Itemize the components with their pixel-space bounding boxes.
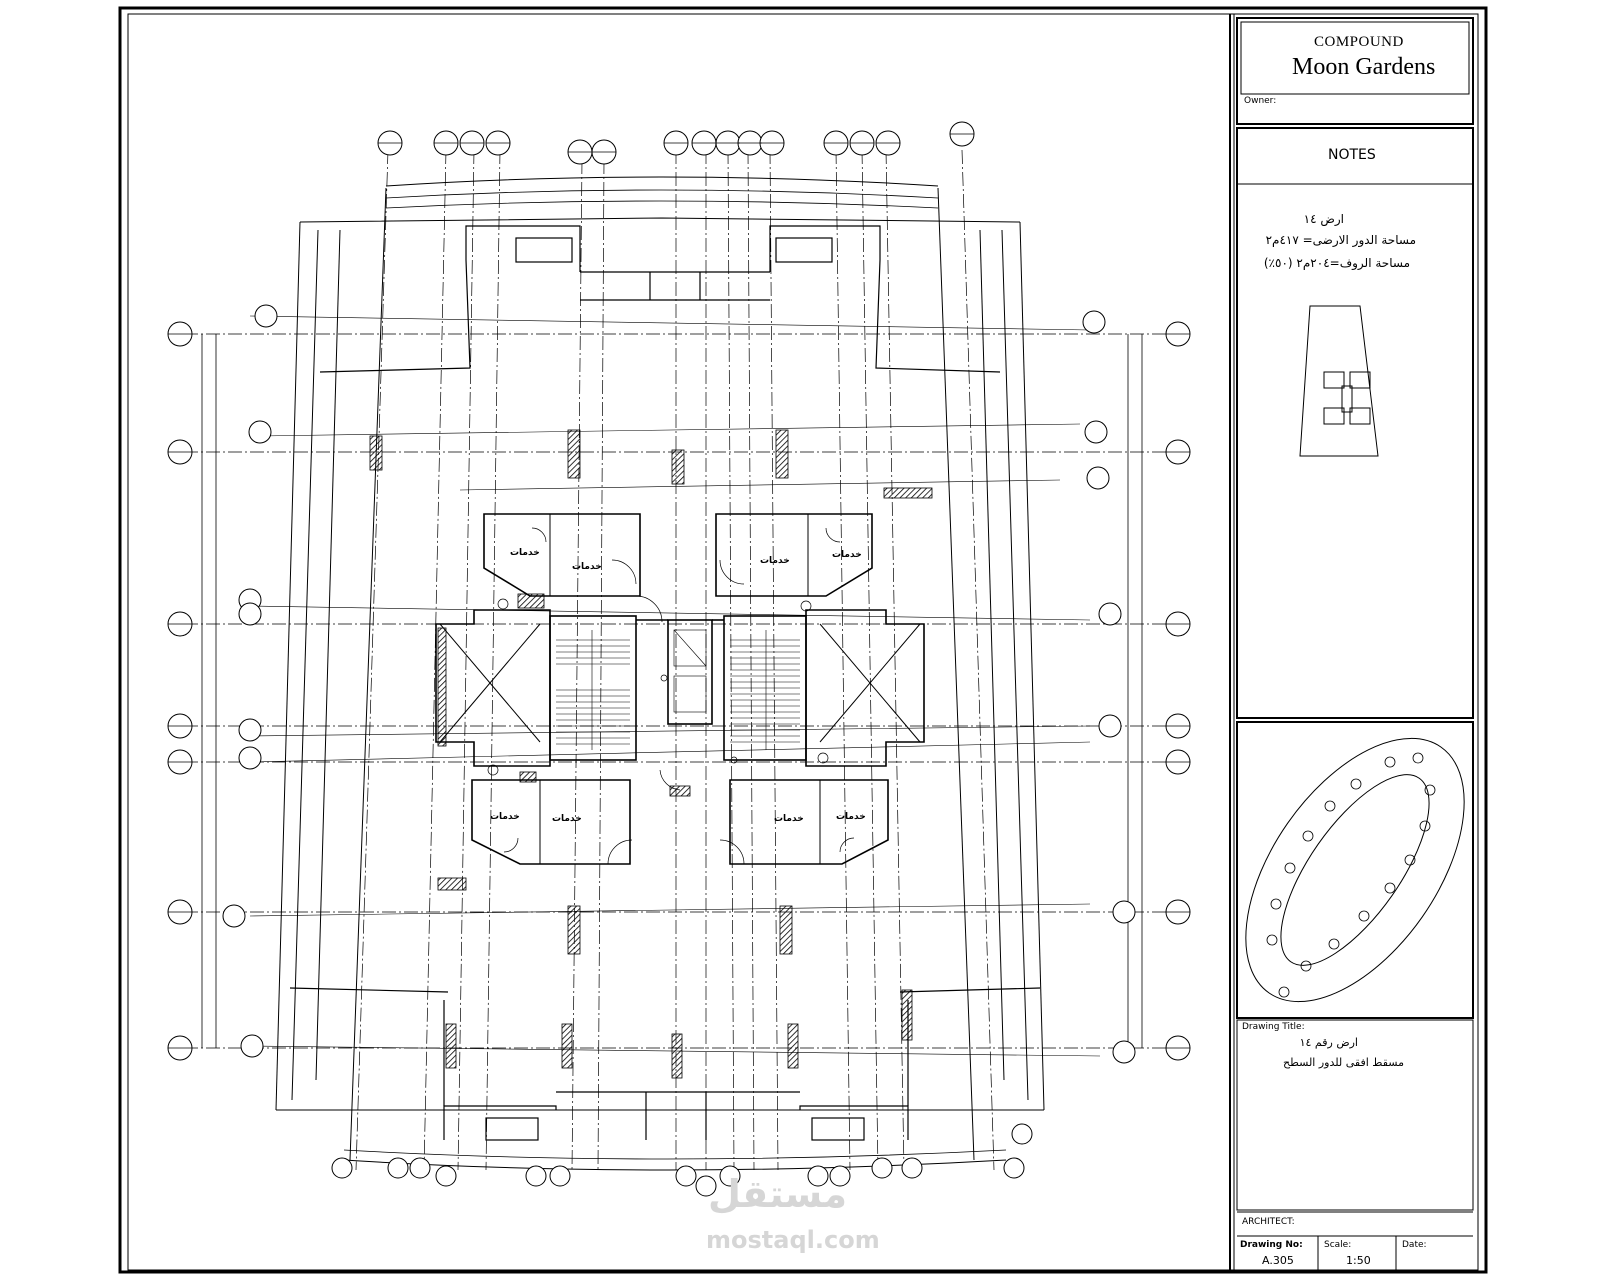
room-label-bottom-right-1: خدمات: [774, 814, 804, 824]
room-label-top-left-2: خدمات: [572, 562, 602, 572]
room-label-top-left-1: خدمات: [510, 548, 540, 558]
project-name: Moon Gardens: [1292, 54, 1436, 80]
watermark-site: mostaql.com: [706, 1226, 880, 1254]
room-label-bottom-right-2: خدمات: [836, 812, 866, 822]
structural-columns: [369, 429, 933, 1079]
room-label-top-right-1: خدمات: [760, 556, 790, 566]
drawing-title-box: [1236, 1019, 1474, 1211]
drawing-no-label: Drawing No:: [1240, 1240, 1303, 1250]
notes-line-3: مساحة الروف=٢٠٤م٢ (٥٠٪): [1263, 256, 1410, 270]
notes-box: [1236, 127, 1474, 719]
inner-border: [127, 13, 1479, 1271]
floor-plan: [184, 149, 1176, 1171]
notes-label: NOTES: [1328, 147, 1376, 163]
compound-label: COMPOUND: [1314, 34, 1404, 50]
key-plan-compound-icon: [1245, 737, 1465, 1003]
project-box: [1236, 17, 1474, 125]
date-label: Date:: [1402, 1240, 1427, 1250]
drawing-no-value: A.305: [1262, 1254, 1294, 1267]
site-building-icon: [1323, 371, 1371, 425]
watermark-logo: مستقل: [708, 1172, 847, 1216]
architect-label: ARCHITECT:: [1242, 1217, 1295, 1227]
outer-border: [118, 6, 1488, 1274]
notes-line-1: ارض ١٤: [1303, 212, 1344, 226]
room-label-bottom-left-2: خدمات: [552, 814, 582, 824]
key-plan-box: [1236, 721, 1474, 1019]
notes-line-2: مساحة الدور الارضى= ٤١٧م٢: [1265, 233, 1416, 247]
drawing-title-line-1: ارض رقم ١٤: [1299, 1036, 1358, 1049]
drawing-title-label: Drawing Title:: [1242, 1022, 1305, 1032]
scale-value: 1:50: [1346, 1254, 1371, 1267]
room-label-bottom-left-1: خدمات: [490, 812, 520, 822]
scale-label: Scale:: [1324, 1240, 1352, 1250]
room-label-top-right-2: خدمات: [832, 550, 862, 560]
site-outline-icon: [1299, 305, 1379, 457]
owner-label: Owner:: [1244, 96, 1277, 106]
drawing-title-line-2: مسقط افقى للدور السطح: [1283, 1056, 1404, 1069]
